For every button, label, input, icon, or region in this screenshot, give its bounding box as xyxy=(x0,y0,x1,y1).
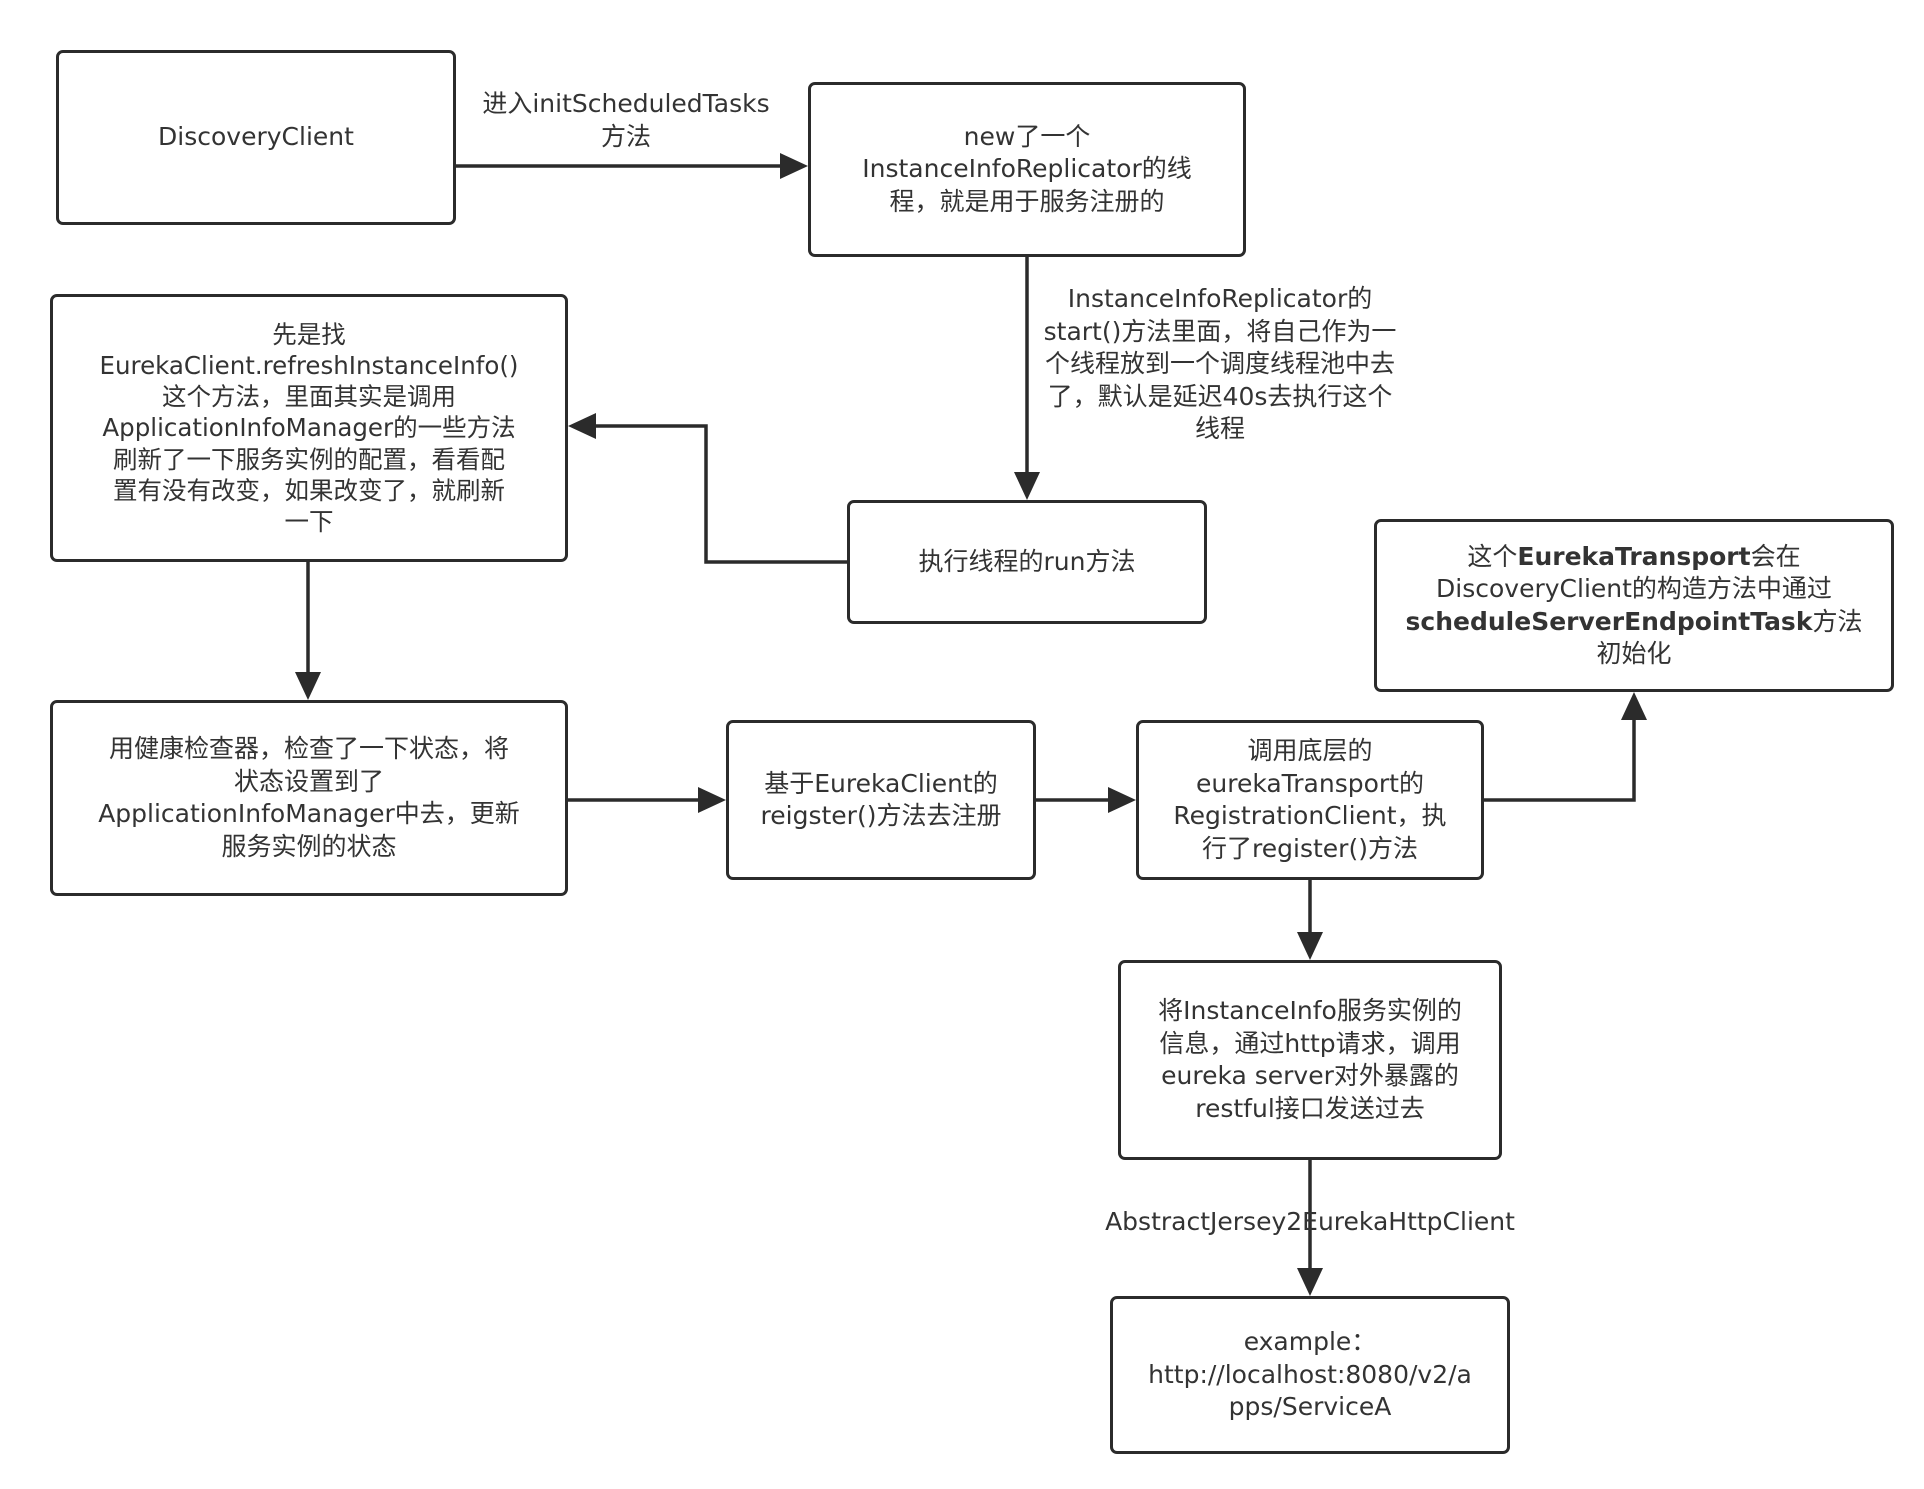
edge-label-init-scheduled-tasks: 进入initScheduledTasks 方法 xyxy=(482,89,770,151)
node-transport-init[interactable]: 这个EurekaTransport会在 DiscoveryClient的构造方法… xyxy=(1374,519,1894,692)
node-run-method-text: 执行线程的run方法 xyxy=(918,546,1136,576)
node-refresh-instance-info-text: 先是找 EurekaClient.refreshInstanceInfo() 这… xyxy=(99,320,519,536)
node-discovery-client-text: DiscoveryClient xyxy=(158,122,354,152)
node-http-request[interactable]: 将InstanceInfo服务实例的 信息，通过http请求，调用 eureka… xyxy=(1118,960,1502,1160)
node-registration-client-text: 调用底层的 eurekaTransport的 RegistrationClien… xyxy=(1173,736,1447,863)
transport-init-part1: 这个 xyxy=(1467,541,1518,571)
node-http-request-text: 将InstanceInfo服务实例的 信息，通过http请求，调用 eureka… xyxy=(1158,996,1462,1123)
edge-run-to-refresh xyxy=(596,424,847,564)
arrow-register-to-registration xyxy=(1108,787,1136,813)
arrow-discovery-to-replicator xyxy=(780,153,808,179)
transport-init-bold2: scheduleServerEndpointTask xyxy=(1405,606,1813,636)
node-transport-init-text: 这个EurekaTransport会在 DiscoveryClient的构造方法… xyxy=(1406,541,1863,671)
arrow-http-to-example xyxy=(1297,1268,1323,1296)
arrow-run-to-refresh xyxy=(568,413,596,439)
transport-init-part2: 会在 DiscoveryClient的构造方法中通过 xyxy=(1436,541,1832,604)
node-new-replicator-text: new了一个 InstanceInfoReplicator的线 程，就是用于服务… xyxy=(862,121,1192,216)
node-discovery-client[interactable]: DiscoveryClient xyxy=(56,50,456,225)
node-register-call-text: 基于EurekaClient的 reigster()方法去注册 xyxy=(760,768,1002,831)
node-example[interactable]: example： http://localhost:8080/v2/a pps/… xyxy=(1110,1296,1510,1454)
edge-label-replicator-start: InstanceInfoReplicator的 start()方法里面，将自己作… xyxy=(1043,284,1397,443)
node-example-text: example： http://localhost:8080/v2/a pps/… xyxy=(1148,1327,1472,1422)
edge-label-jersey-client: AbstractJersey2EurekaHttpClient xyxy=(1105,1207,1515,1236)
arrow-registration-to-transport xyxy=(1621,692,1647,720)
arrow-registration-to-http xyxy=(1297,932,1323,960)
node-new-replicator[interactable]: new了一个 InstanceInfoReplicator的线 程，就是用于服务… xyxy=(808,82,1246,257)
transport-init-bold1: EurekaTransport xyxy=(1517,541,1751,571)
arrow-refresh-to-health xyxy=(295,672,321,700)
node-run-method[interactable]: 执行线程的run方法 xyxy=(847,500,1207,624)
node-health-check[interactable]: 用健康检查器，检查了一下状态，将 状态设置到了 ApplicationInfoM… xyxy=(50,700,568,896)
node-registration-client[interactable]: 调用底层的 eurekaTransport的 RegistrationClien… xyxy=(1136,720,1484,880)
edge-registration-to-transport xyxy=(1484,720,1636,802)
arrow-replicator-to-run xyxy=(1014,472,1040,500)
transport-init-part3: 方法 初始化 xyxy=(1596,606,1863,669)
node-health-check-text: 用健康检查器，检查了一下状态，将 状态设置到了 ApplicationInfoM… xyxy=(98,734,520,861)
node-refresh-instance-info[interactable]: 先是找 EurekaClient.refreshInstanceInfo() 这… xyxy=(50,294,568,562)
node-register-call[interactable]: 基于EurekaClient的 reigster()方法去注册 xyxy=(726,720,1036,880)
arrow-health-to-register xyxy=(698,787,726,813)
